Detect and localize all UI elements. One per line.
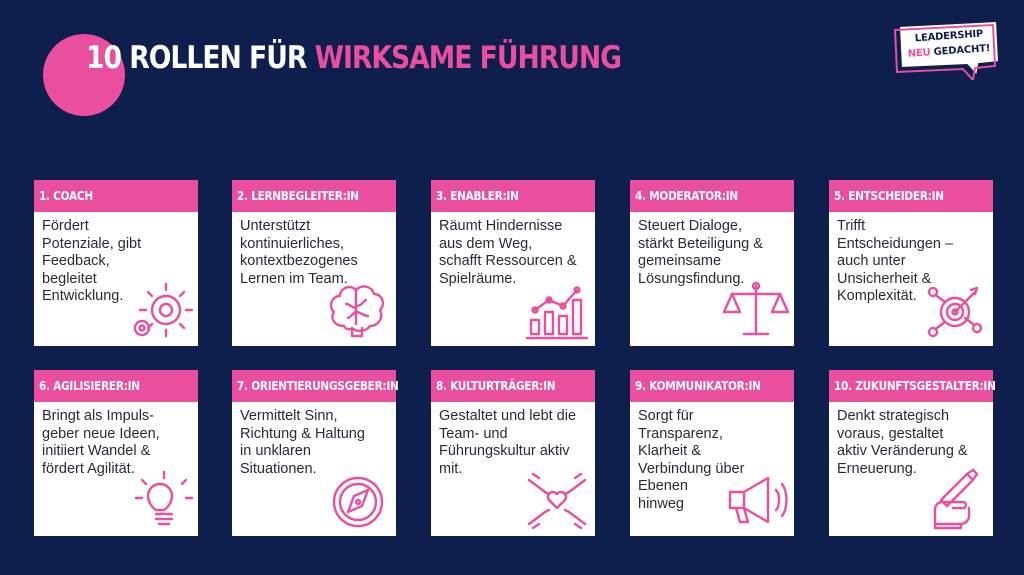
page-title: 10 Rollen für wirksame Führung [86,40,622,76]
role-card-header: 10. ZUKUNFTSGESTALTER:IN [829,370,996,402]
role-card-kommunikator: 9. KOMMUNIKATOR:IN Sorgt für Transparenz… [630,370,794,536]
decorative-circle [43,34,125,116]
role-description: Bringt als Impuls- geber neue Ideen, ini… [42,408,160,477]
role-card-orientierungsgeber: 7. ORIENTIERUNGSGEBER:IN Vermittelt Sinn… [232,370,399,536]
megaphone-icon [722,466,790,532]
role-title: 3. ENABLER:IN [436,188,519,203]
role-description: Steuert Dialoge, stärkt Beteiligung & ge… [638,218,763,287]
role-description: Trifft Entscheidungen – auch unter Unsic… [837,218,954,304]
role-card-header: 6. AGILISIERER:IN [34,370,198,402]
role-title: 10. ZUKUNFTSGESTALTER:IN [834,378,996,393]
team-hands-heart-icon [523,466,591,532]
hand-pen-icon [921,466,989,532]
gears-icon [126,276,194,342]
role-description: Räumt Hindernisse aus dem Weg, schafft R… [439,218,577,287]
role-card-header: 9. KOMMUNIKATOR:IN [630,370,794,402]
lightbulb-icon [126,466,194,532]
role-title: 7. ORIENTIERUNGSGEBER:IN [237,378,399,393]
role-card-header: 2. LERNBEGLEITER:IN [232,180,396,212]
role-card-agilisierer: 6. AGILISIERER:IN Bringt als Impuls- geb… [34,370,198,536]
role-card-header: 1. COACH [34,180,198,212]
role-card-kulturtraeger: 8. KULTURTRÄGER:IN Gestaltet und lebt di… [431,370,595,536]
role-card-moderator: 4. MODERATOR:IN Steuert Dialoge, stärkt … [630,180,794,346]
role-title: 4. MODERATOR:IN [635,188,738,203]
role-title: 9. KOMMUNIKATOR:IN [635,378,761,393]
brain-icon [324,276,392,342]
role-card-header: 8. KULTURTRÄGER:IN [431,370,595,402]
compass-icon [324,466,392,532]
role-title: 8. KULTURTRÄGER:IN [436,378,556,393]
role-description: Denkt strategisch voraus, gestaltet akti… [837,408,968,477]
role-card-lernbegleiter: 2. LERNBEGLEITER:IN Unterstützt kontinui… [232,180,396,346]
role-description: Gestaltet und lebt die Team- und Führung… [439,408,577,477]
role-card-header: 3. ENABLER:IN [431,180,595,212]
role-description: Sorgt für Transparenz, Klarheit & Verbin… [638,408,745,512]
badge-neu: NEU [907,47,931,60]
speech-bubble-icon [893,19,1001,80]
role-card-header: 4. MODERATOR:IN [630,180,794,212]
role-description: Unterstützt kontinuierliches, kontextbez… [240,218,358,287]
growth-chart-icon [523,276,591,342]
role-title: 2. LERNBEGLEITER:IN [237,188,359,203]
balance-scale-icon [722,276,790,342]
target-icon [921,276,989,342]
role-card-header: 7. ORIENTIERUNGSGEBER:IN [232,370,399,402]
role-card-enabler: 3. ENABLER:IN Räumt Hindernisse aus dem … [431,180,595,346]
role-card-coach: 1. COACH Fördert Potenziale, gibt Feedba… [34,180,198,346]
role-title: 5. ENTSCHEIDER:IN [834,188,944,203]
role-title: 1. COACH [39,188,93,203]
role-card-entscheider: 5. ENTSCHEIDER:IN Trifft Entscheidungen … [829,180,993,346]
title-white-part: 10 Rollen für [86,40,307,76]
role-description: Fördert Potenziale, gibt Feedback, begle… [42,218,142,304]
title-accent-part: wirksame Führung [314,40,622,76]
leadership-badge: LEADERSHIP NEU GEDACHT! [893,18,1003,80]
role-card-header: 5. ENTSCHEIDER:IN [829,180,993,212]
role-description: Vermittelt Sinn, Richtung & Haltung in u… [240,408,365,477]
role-title: 6. AGILISIERER:IN [39,378,140,393]
role-card-zukunftsgestalter: 10. ZUKUNFTSGESTALTER:IN Denkt strategis… [829,370,996,536]
